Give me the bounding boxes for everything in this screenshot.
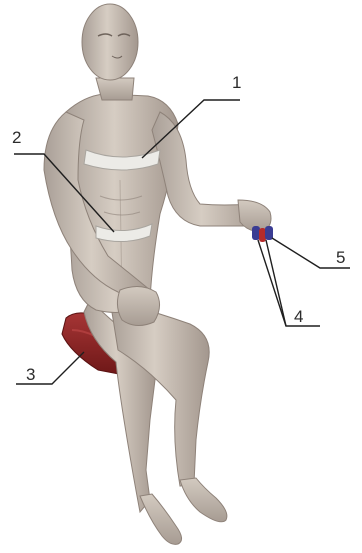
callout-label-4: 4 xyxy=(294,307,303,326)
leader-line-4b xyxy=(266,240,286,326)
right-arm xyxy=(152,112,271,232)
head xyxy=(82,4,138,100)
callout-label-5: 5 xyxy=(336,248,345,267)
callout-label-1: 1 xyxy=(232,73,241,92)
callout-label-3: 3 xyxy=(26,365,35,384)
leader-line-4a xyxy=(258,240,320,326)
callout-label-2: 2 xyxy=(12,128,21,147)
finger-sensor-unit xyxy=(252,226,273,242)
